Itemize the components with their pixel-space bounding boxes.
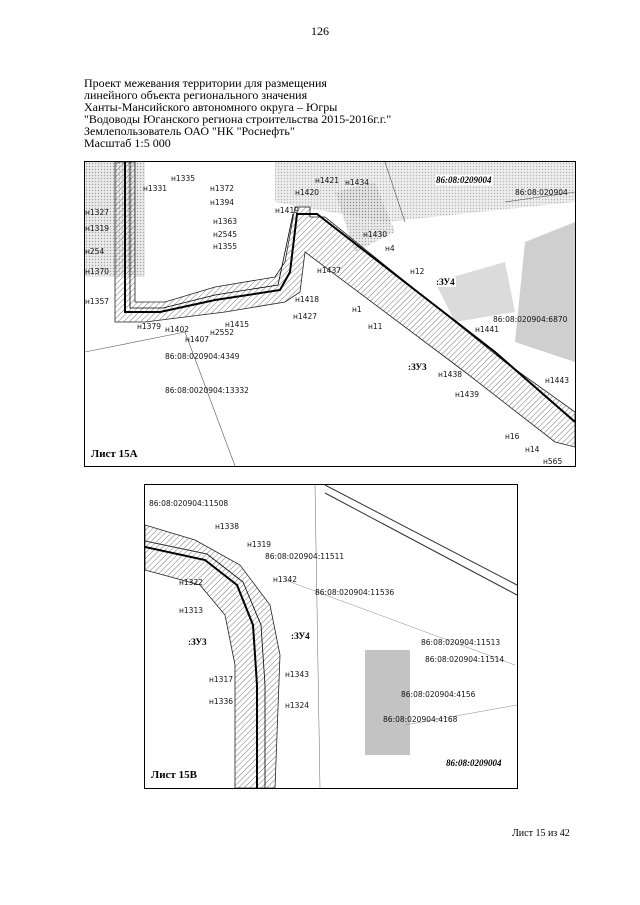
quarter-label: 86:08:0209004 [435,175,493,185]
point-label: н254 [85,247,105,256]
header-line: линейного объекта регионального значения [84,88,308,102]
parcel-label: 86:08:020904:4168 [383,715,458,724]
parcel-label: 86:08:020904:6870 [493,315,568,324]
point-label: н1336 [209,697,233,706]
parcel-label: 86:08:020904:4349 [165,352,240,361]
zone-label: :ЗУ4 [290,631,311,641]
parcel-label: 86:08:020904:11511 [265,552,345,561]
map-15b-drawing [145,485,517,788]
point-label: н1335 [171,174,195,183]
zone-label: :ЗУ4 [435,277,456,287]
point-label: н11 [368,322,383,331]
parcel-label: 86:08:020904:11536 [315,588,395,597]
parcel-label: 86:08:0020904:13332 [165,386,249,395]
point-label: н1420 [295,188,319,197]
point-label: н1313 [179,606,203,615]
point-label: н1363 [213,217,237,226]
header-line: Проект межевания территории для размещен… [84,76,327,90]
point-label: н12 [410,267,425,276]
header-line: Землепользователь ОАО "НК "Роснефть" [84,124,295,138]
point-label: н1430 [363,230,387,239]
parcel-label: 86:08:020904:11508 [149,499,229,508]
sheet-label-15b: Лист 15В [149,769,199,781]
point-label: н1439 [455,390,479,399]
point-label: н14 [525,445,540,454]
parcel-label: 86:08:020904:11513 [421,638,501,647]
point-label: н1357 [85,297,109,306]
point-label: н1343 [285,670,309,679]
point-label: н1394 [210,198,234,207]
point-label: н1434 [345,178,369,187]
map-15a-drawing [85,162,575,466]
point-label: н1419 [275,206,299,215]
header-line: "Водоводы Юганского региона строительств… [84,112,392,126]
point-label: н1372 [210,184,234,193]
point-label: н4 [385,244,395,253]
point-label: н1438 [438,370,462,379]
point-label: н1327 [85,208,109,217]
sheet-label-15a: Лист 15А [89,448,140,460]
point-label: н1402 [165,325,189,334]
point-label: н1 [352,305,362,314]
point-label: н1319 [247,540,271,549]
point-label: н16 [505,432,520,441]
header-line: Ханты-Мансийского автономного округа – Ю… [84,100,338,114]
point-label: н1342 [273,575,297,584]
point-label: н1331 [143,184,167,193]
point-label: н1421 [315,176,339,185]
zone-label: :ЗУ3 [187,637,208,647]
point-label: н1418 [295,295,319,304]
point-label: н1379 [137,322,161,331]
parcel-label: 86:08:020904 [515,188,568,197]
point-label: н2545 [213,230,237,239]
point-label: н1407 [185,335,209,344]
point-label: н1427 [293,312,317,321]
point-label: н2552 [210,328,234,337]
page-number: 126 [311,24,329,38]
point-label: н1415 [225,320,249,329]
document-header: Проект межевания территории для размещен… [84,77,524,149]
point-label: н1317 [209,675,233,684]
parcel-label: 86:08:020904:11514 [425,655,505,664]
zone-label: :ЗУ3 [407,362,428,372]
point-label: н565 [543,457,563,466]
point-label: н1322 [179,578,203,587]
point-label: н1443 [545,376,569,385]
header-line: Масштаб 1:5 000 [84,136,171,150]
point-label: н1437 [317,266,341,275]
point-label: н1355 [213,242,237,251]
map-sheet-15a: 86:08:0209004 86:08:020904 86:08:020904:… [84,161,576,467]
point-label: н1338 [215,522,239,531]
parcel-label: 86:08:020904:4156 [401,690,476,699]
quarter-label: 86:08:0209004 [445,758,503,768]
point-label: н1441 [475,325,499,334]
sheet-counter: Лист 15 из 42 [512,828,570,839]
point-label: н1324 [285,701,309,710]
point-label: н1370 [85,267,109,276]
point-label: н1319 [85,224,109,233]
map-sheet-15b: 86:08:020904:11508 86:08:020904:11511 86… [144,484,518,789]
